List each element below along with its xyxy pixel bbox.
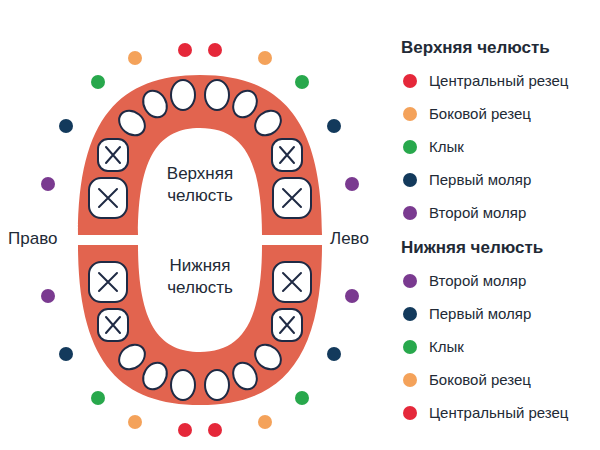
lower-jaw — [41, 245, 359, 437]
jaw-label: Нижняя челюсть — [145, 255, 255, 299]
legend-row: Боковой резец — [403, 371, 531, 388]
side-label: Лево — [330, 229, 369, 249]
legend-swatch — [403, 107, 417, 121]
legend-heading: Нижняя челюсть — [401, 238, 543, 258]
legend-text: Второй моляр — [429, 272, 526, 289]
legend-row: Боковой резец — [403, 105, 531, 122]
legend-heading: Верхняя челюсть — [401, 38, 550, 58]
legend-text: Второй моляр — [429, 204, 526, 221]
legend-text: Клык — [429, 138, 464, 155]
upper-jaw — [41, 43, 359, 235]
legend-row: Клык — [403, 338, 464, 355]
legend-swatch — [403, 140, 417, 154]
legend-swatch — [403, 373, 417, 387]
legend-text: Первый моляр — [429, 171, 531, 188]
legend-swatch — [403, 206, 417, 220]
jaw-label: Верхняя челюсть — [145, 163, 255, 207]
legend-text: Центральный резец — [429, 72, 568, 89]
legend-swatch — [403, 340, 417, 354]
legend-row: Центральный резец — [403, 72, 568, 89]
legend-row: Клык — [403, 138, 464, 155]
legend-row: Второй моляр — [403, 272, 526, 289]
legend-swatch — [403, 274, 417, 288]
legend-row: Центральный резец — [403, 404, 568, 421]
legend-swatch — [403, 406, 417, 420]
legend-swatch — [403, 173, 417, 187]
side-label: Право — [8, 229, 57, 249]
legend-text: Первый моляр — [429, 305, 531, 322]
legend-text: Центральный резец — [429, 404, 568, 421]
legend-text: Боковой резец — [429, 105, 531, 122]
legend-row: Первый моляр — [403, 305, 531, 322]
legend-text: Боковой резец — [429, 371, 531, 388]
legend-row: Второй моляр — [403, 204, 526, 221]
legend-row: Первый моляр — [403, 171, 531, 188]
legend-swatch — [403, 74, 417, 88]
legend-text: Клык — [429, 338, 464, 355]
legend-swatch — [403, 307, 417, 321]
